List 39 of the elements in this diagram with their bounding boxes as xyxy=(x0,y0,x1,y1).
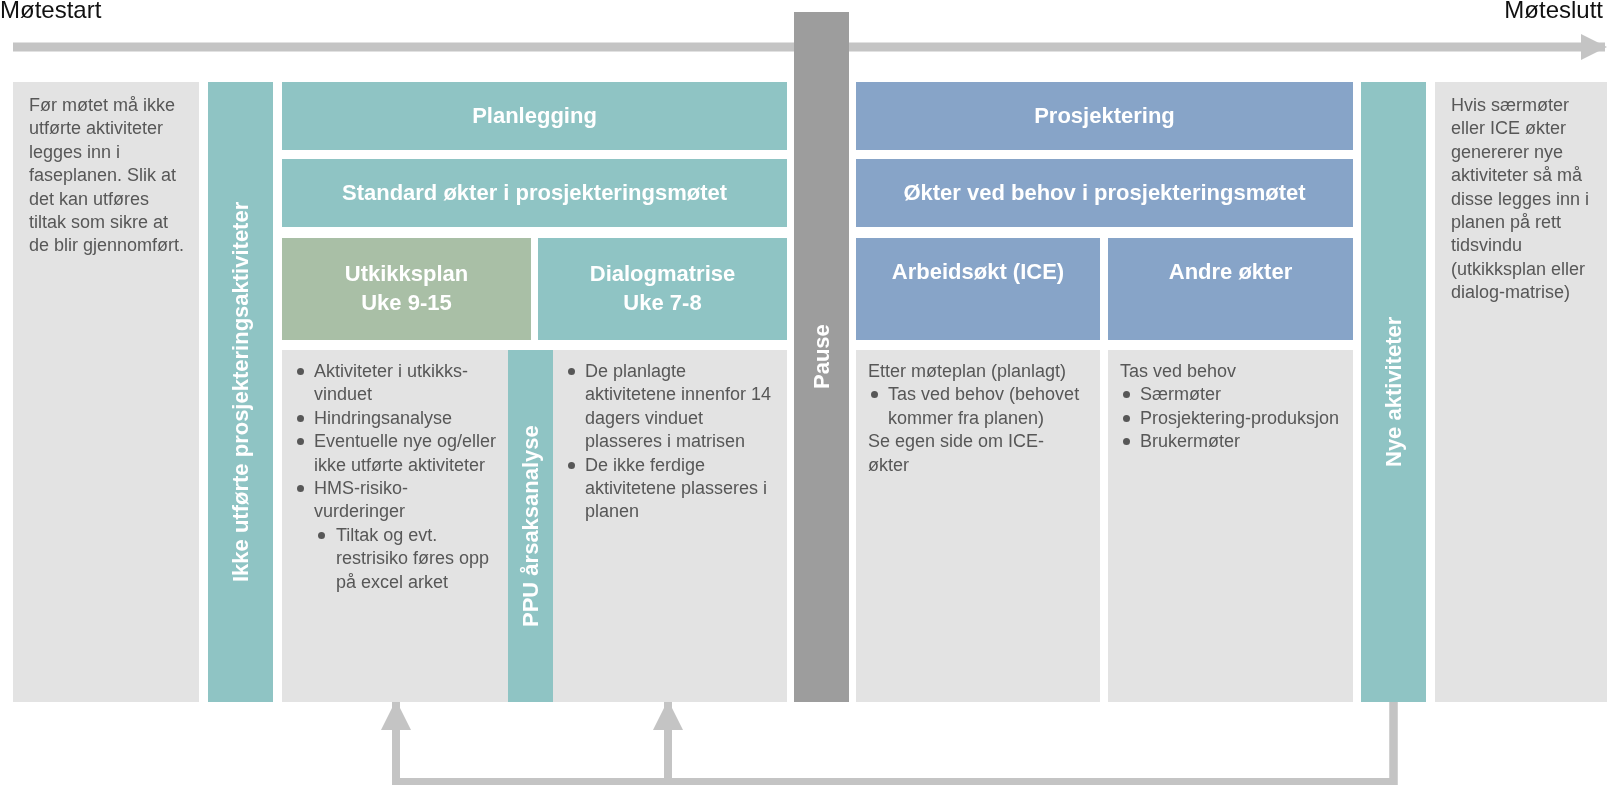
header-bar: Økter ved behov i prosjekteringsmøtet xyxy=(856,159,1353,227)
timeline-label: Møteslutt xyxy=(1504,0,1603,24)
paragraph: Etter møteplan (planlagt) xyxy=(868,360,1068,383)
vertical-band: Nye aktiviteter xyxy=(1361,82,1426,702)
header-bar: Prosjektering xyxy=(856,82,1353,150)
bullet-item: De ikke ferdige aktivitetene plasseres i planen xyxy=(585,454,768,522)
note-panel: Før møtet må ikke utførte aktiviteter legges inn i faseplanen. Slik at det kan utføres tiltak som sikre at de blir gjennomført. xyxy=(13,82,199,702)
header-bar xyxy=(282,238,531,340)
bullet-item: Eventuelle nye og/eller ikke utførte aktiviteter xyxy=(314,431,497,475)
bullet-item: Særmøter xyxy=(1140,384,1221,405)
heading-text: Dialogmatrise xyxy=(589,260,736,289)
paragraph: Tas ved behov xyxy=(1120,360,1238,383)
header-bar: Planlegging xyxy=(282,82,787,150)
bullet-item: Hindringsanalyse xyxy=(314,407,453,428)
list-panel xyxy=(282,350,508,702)
list-panel xyxy=(856,350,1100,702)
bullet-item: Tas ved behov (behovet kommer fra planen) xyxy=(888,384,1080,428)
header-bar: Andre økter xyxy=(1108,238,1353,340)
feedback-arrow xyxy=(653,700,1398,785)
header-bar: Standard økter i prosjekteringsmøtet xyxy=(282,159,787,227)
bullet-item: Tiltak og evt. restrisiko føres opp på excel arket xyxy=(336,524,490,592)
bullet-item: Aktiviteter i utkikks-vinduet xyxy=(314,361,469,405)
note-panel: Hvis særmøter eller ICE økter genererer nye aktiviteter så må disse legges inn i planen på rett tidsvindu (utkikksplan eller dialog-matrise) xyxy=(1435,82,1607,702)
bullet-item: HMS-risiko-vurderinger xyxy=(314,477,408,522)
list-panel xyxy=(1108,350,1353,702)
paragraph: Se egen side om ICE- økter xyxy=(868,430,1046,477)
heading-text: Uke 7-8 xyxy=(623,289,702,317)
list-panel xyxy=(553,350,787,702)
header-bar: Arbeidsøkt (ICE) xyxy=(856,238,1100,340)
vertical-band: Ikke utførte prosjekteringsaktiviteter xyxy=(208,82,273,702)
heading-text: Uke 9-15 xyxy=(361,289,452,317)
header-bar xyxy=(538,238,787,340)
pause-bar: Pause xyxy=(794,12,849,702)
bullet-item: Prosjektering-produksjon xyxy=(1140,407,1340,428)
bullet-item: De planlagte aktivitetene innenfor 14 dagers vinduet plasseres i matrisen xyxy=(585,361,772,452)
heading-text: Utkikksplan xyxy=(344,260,469,289)
bullet-item: Brukermøter xyxy=(1140,431,1240,452)
timeline-label: Møtestart xyxy=(0,0,102,24)
vertical-band: PPU årsaksanalyse xyxy=(508,350,553,702)
